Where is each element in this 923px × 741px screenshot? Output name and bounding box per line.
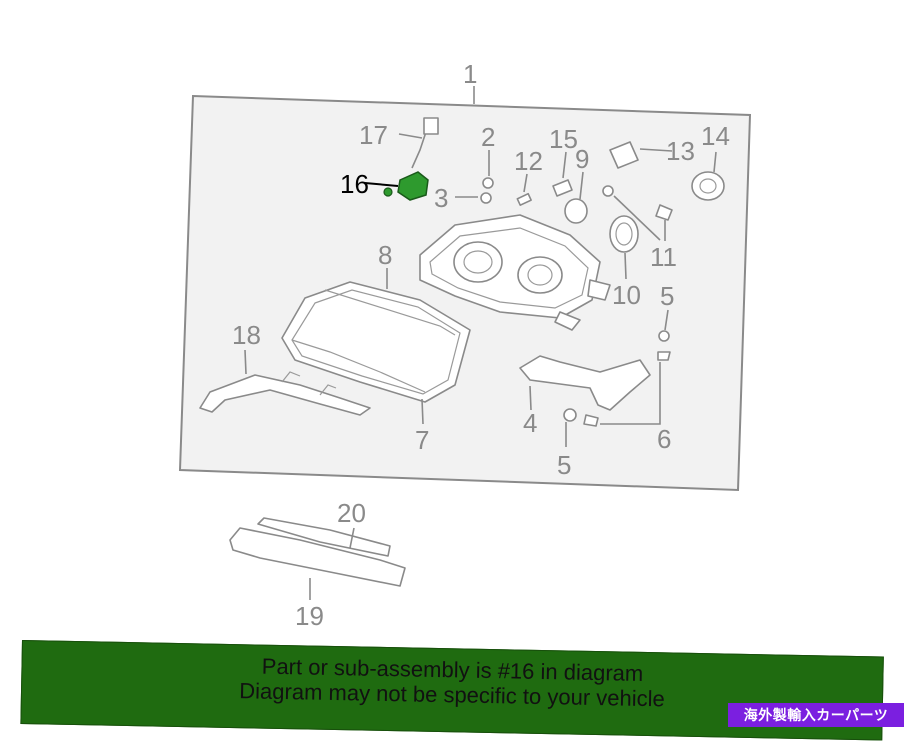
lower-trim-strips — [229, 517, 406, 587]
callout-5-top: 5 — [660, 281, 674, 311]
callout-9: 9 — [575, 144, 589, 174]
callout-12: 12 — [514, 146, 543, 176]
headlamp-lens — [281, 281, 471, 403]
callout-5-bottom: 5 — [557, 450, 571, 480]
callout-17: 17 — [359, 120, 388, 150]
highlighted-part-16 — [364, 171, 429, 201]
callout-14: 14 — [701, 121, 730, 151]
small-hardware — [411, 117, 725, 427]
callout-4: 4 — [523, 408, 537, 438]
callout-16: 16 — [340, 169, 369, 199]
leader-lines — [244, 133, 717, 600]
callout-15: 15 — [549, 124, 578, 154]
headlamp-housing — [419, 214, 611, 331]
callout-13: 13 — [666, 136, 695, 166]
callout-20: 20 — [337, 498, 366, 528]
store-badge: 海外製輸入カーパーツ — [728, 703, 904, 727]
callout-19: 19 — [295, 601, 324, 631]
callout-6: 6 — [657, 424, 671, 454]
callout-3: 3 — [434, 183, 448, 213]
trim-strip — [199, 371, 371, 416]
callout-7: 7 — [415, 425, 429, 455]
callout-2: 2 — [481, 122, 495, 152]
callout-labels: 1 2 3 12 15 9 13 14 17 16 11 10 8 5 18 4… — [232, 59, 730, 631]
mounting-bracket — [519, 355, 651, 411]
callout-11: 11 — [650, 242, 677, 272]
callout-8: 8 — [378, 240, 392, 270]
callout-1: 1 — [463, 59, 477, 89]
callout-10: 10 — [612, 280, 641, 310]
callout-18: 18 — [232, 320, 261, 350]
